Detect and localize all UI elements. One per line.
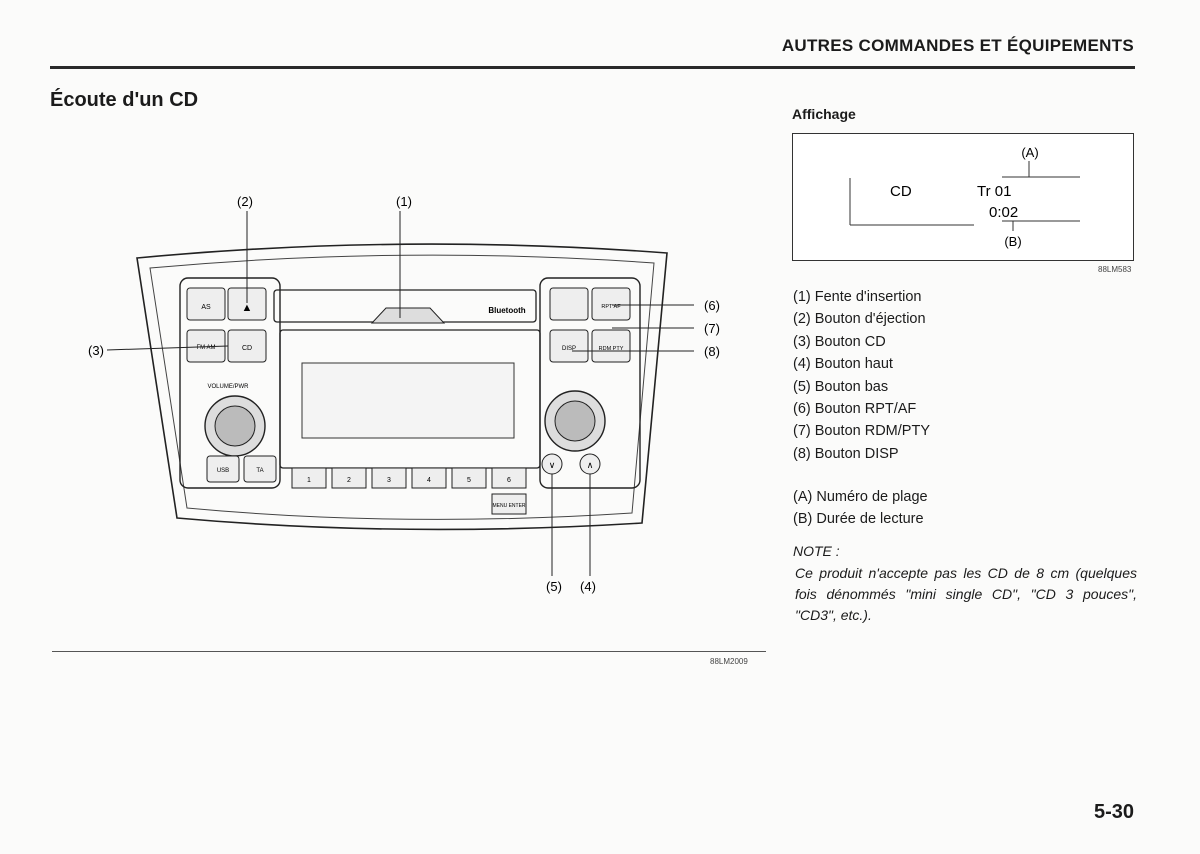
legend-item-8: (8) Bouton DISP (793, 445, 899, 462)
disp-label: DISP (562, 346, 576, 352)
display-legend-item-a: (A) Numéro de plage (793, 489, 928, 505)
seek-button[interactable] (549, 287, 589, 321)
ta-button-label: TA (256, 468, 263, 474)
rdm-pty-label: RDM PTY (599, 346, 624, 352)
menu-enter-label: MENU ENTER (492, 503, 525, 509)
preset-label-2: 2 (347, 477, 351, 484)
display-callout-a: (A) (1021, 145, 1038, 160)
rpt-af-button[interactable] (591, 287, 631, 321)
volume-knob-inner (214, 405, 256, 447)
preset-buttons: 1 2 3 4 5 6 (291, 467, 527, 489)
section-header: AUTRES COMMANDES ET ÉQUIPEMENTS (781, 36, 1134, 55)
figure-code-left: 88LM2009 (710, 657, 748, 666)
preset-button-4[interactable] (411, 467, 447, 489)
disp-button[interactable] (549, 329, 589, 363)
rpt-af-label: RPT AF (601, 304, 621, 310)
callout-1: (1) (396, 194, 412, 209)
callout-7: (7) (704, 321, 720, 336)
tune-knob-inner (554, 400, 596, 442)
chevron-up-icon: ∧ (587, 460, 594, 470)
preset-label-5: 5 (467, 477, 471, 484)
cd-slot (370, 307, 446, 324)
display-source: CD (890, 183, 912, 200)
usb-button-label: USB (217, 468, 229, 474)
preset-button-3[interactable] (371, 467, 407, 489)
preset-label-4: 4 (427, 477, 431, 484)
preset-button-5[interactable] (451, 467, 487, 489)
page-title: Écoute d'un CD (50, 89, 199, 111)
header-rule (50, 66, 1135, 69)
legend-item-2: (2) Bouton d'éjection (793, 311, 926, 328)
ta-button[interactable] (243, 455, 277, 483)
callout-8: (8) (704, 344, 720, 359)
menu-enter-button[interactable] (491, 493, 527, 515)
unit-bezel (136, 243, 668, 531)
preset-button-2[interactable] (331, 467, 367, 489)
display-figure: CD Tr 01 0:02 (A) (B) (792, 133, 1134, 261)
audio-unit-figure: AS ▲ FM AM CD VOLUME/PWR USB TA Bluetoot… (88, 194, 720, 594)
note-text: Ce produit n'accepte pas les CD de 8 cm … (795, 565, 1137, 623)
legend-item-6: (6) Bouton RPT/AF (793, 401, 917, 418)
callout-2: (2) (237, 194, 253, 209)
as-button[interactable] (186, 287, 226, 321)
as-button-label: AS (201, 304, 211, 311)
eject-icon: ▲ (242, 302, 253, 314)
display-section-label: Affichage (792, 106, 856, 122)
display-frame (792, 133, 1134, 261)
cd-button-label: CD (242, 345, 252, 352)
fm-am-button-label: FM AM (197, 345, 216, 351)
bluetooth-label: Bluetooth (488, 306, 525, 315)
leader-3 (106, 345, 229, 351)
legend-item-5: (5) Bouton bas (793, 378, 889, 395)
figure-bottom-rule (52, 651, 766, 652)
legend-item-1: (1) Fente d'insertion (793, 289, 922, 305)
rdm-pty-button[interactable] (591, 329, 631, 363)
preset-label-6: 6 (507, 477, 511, 484)
preset-label-3: 3 (387, 477, 391, 484)
display-callout-b: (B) (1004, 234, 1021, 249)
volume-label: VOLUME/PWR (207, 384, 249, 390)
chevron-down-icon: ∨ (549, 460, 556, 470)
callout-6: (6) (704, 298, 720, 313)
legend-item-7: (7) Bouton RDM/PTY (793, 423, 930, 440)
usb-button[interactable] (206, 455, 240, 483)
callout-4: (4) (580, 579, 596, 594)
callout-3: (3) (88, 343, 104, 358)
display-time: 0:02 (989, 204, 1018, 221)
display-track: Tr 01 (977, 183, 1011, 200)
callout-lines (106, 211, 694, 576)
preset-label-1: 1 (307, 477, 311, 484)
note-title: NOTE : (793, 543, 840, 559)
screen (301, 362, 515, 439)
preset-button-1[interactable] (291, 467, 327, 489)
legend-item-3: (3) Bouton CD (793, 333, 886, 350)
preset-button-6[interactable] (491, 467, 527, 489)
display-legend: (A) Numéro de plage (B) Durée de lecture (793, 486, 928, 531)
callout-5: (5) (546, 579, 562, 594)
unit-bezel-inner (149, 254, 655, 520)
display-legend-item-b: (B) Durée de lecture (793, 511, 924, 528)
figure-code-right: 88LM583 (1098, 265, 1132, 274)
button-legend: (1) Fente d'insertion (2) Bouton d'éject… (793, 286, 930, 465)
legend-item-4: (4) Bouton haut (793, 356, 893, 373)
page-number: 5-30 (1094, 801, 1135, 823)
